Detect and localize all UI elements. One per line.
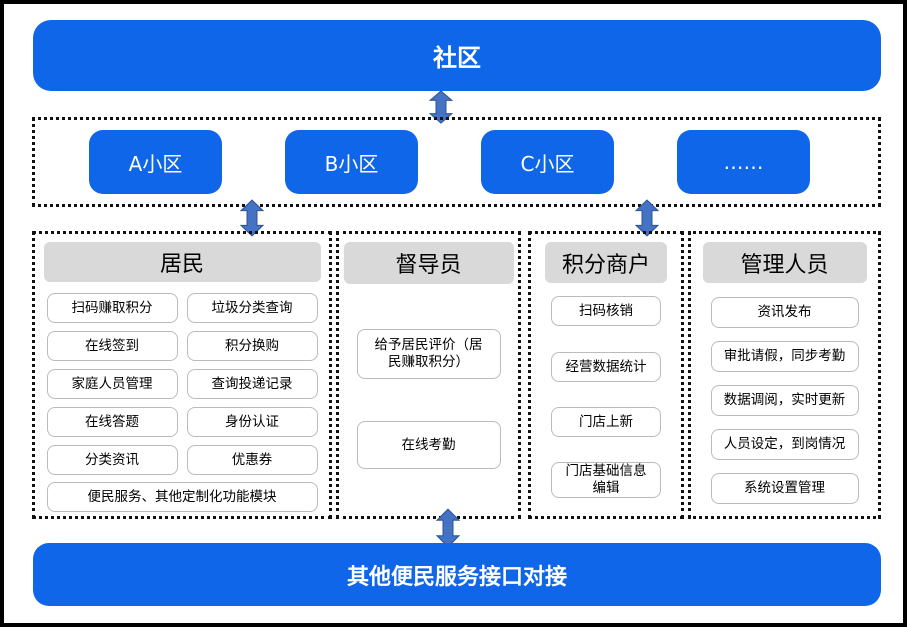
feature-item: 身份认证: [186, 407, 318, 437]
feature-item: 人员设定，到岗情况: [710, 429, 859, 460]
role-title: 督导员: [395, 253, 462, 278]
feature-item: 数据调阅，实时更新: [710, 385, 859, 416]
feature-item: 门店上新: [551, 407, 661, 437]
community-bar: 社区: [33, 20, 881, 91]
district-box-a: A小区: [89, 130, 222, 194]
double-arrow-icon: [635, 199, 659, 237]
role-column-admin: 管理人员 资讯发布 审批请假，同步考勤 数据调阅，实时更新 人员设定，到岗情况 …: [688, 231, 881, 519]
footer-title: 其他便民服务接口对接: [346, 564, 567, 590]
feature-item: 扫码核销: [551, 296, 661, 326]
feature-item: 查询投递记录: [186, 369, 318, 399]
district-label: C小区: [520, 151, 575, 176]
role-title: 居民: [159, 252, 204, 277]
double-arrow-icon: [436, 508, 460, 548]
district-label: ……: [723, 150, 764, 174]
feature-item-full-width: 便民服务、其他定制化功能模块: [46, 482, 318, 512]
feature-item: 资讯发布: [710, 297, 859, 328]
residents-feature-grid: 扫码赚取积分 垃圾分类查询 在线签到 积分换购 家庭人员管理 查询投递记录 在线…: [46, 293, 318, 475]
feature-item: 门店基础信息 编辑: [551, 462, 661, 498]
district-box-more: ……: [677, 130, 810, 194]
role-column-supervisor: 督导员 给予居民评价（居 民赚取积分） 在线考勤: [336, 231, 521, 519]
feature-item: 在线答题: [46, 407, 178, 437]
feature-item: 扫码赚取积分: [46, 293, 178, 323]
feature-item: 审批请假，同步考勤: [710, 341, 859, 372]
feature-item: 优惠券: [186, 445, 318, 475]
feature-item: 在线考勤: [356, 421, 501, 469]
district-box-b: B小区: [285, 130, 418, 194]
role-title: 积分商户: [561, 252, 650, 278]
double-arrow-icon: [240, 199, 264, 237]
feature-item: 垃圾分类查询: [186, 293, 318, 323]
role-header-residents: 居民: [43, 242, 321, 282]
feature-item: 在线签到: [46, 331, 178, 361]
districts-container: A小区 B小区 C小区 ……: [32, 117, 881, 207]
feature-item: 给予居民评价（居 民赚取积分）: [356, 329, 501, 379]
role-column-residents: 居民 扫码赚取积分 垃圾分类查询 在线签到 积分换购 家庭人员管理 查询投递记录…: [32, 231, 332, 519]
double-arrow-icon: [429, 90, 453, 124]
role-column-merchant: 积分商户 扫码核销 经营数据统计 门店上新 门店基础信息 编辑: [528, 231, 684, 519]
feature-item: 系统设置管理: [710, 473, 859, 504]
feature-item: 经营数据统计: [551, 352, 661, 382]
footer-services-bar: 其他便民服务接口对接: [33, 543, 881, 606]
feature-item: 家庭人员管理: [46, 369, 178, 399]
feature-item: 积分换购: [186, 331, 318, 361]
feature-item: 分类资讯: [46, 445, 178, 475]
district-box-c: C小区: [481, 130, 614, 194]
role-title: 管理人员: [740, 252, 829, 278]
role-header-supervisor: 督导员: [343, 242, 514, 284]
district-label: B小区: [324, 151, 379, 176]
community-title: 社区: [433, 44, 481, 72]
role-header-admin: 管理人员: [702, 242, 867, 283]
district-label: A小区: [128, 151, 183, 176]
role-header-merchant: 积分商户: [545, 242, 667, 283]
